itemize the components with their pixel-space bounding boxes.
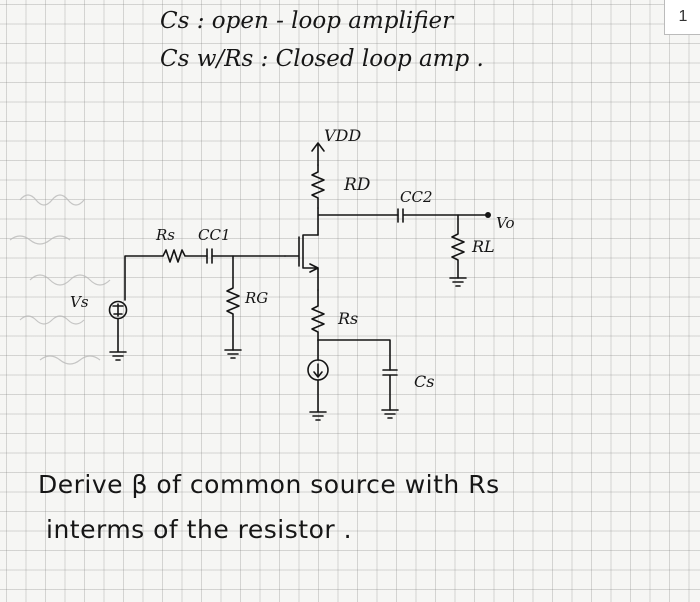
rg-ground [224,349,242,359]
vo-label: Vo [496,214,515,232]
note-line-1: Cs : open - loop amplifier [160,8,454,34]
cs-ground [381,409,399,419]
rl-label: RL [471,237,495,256]
vdd-label: VDD [324,126,361,145]
rd-label: RD [343,175,371,195]
drain-wire [317,207,399,236]
vs-source-polarity [112,303,124,317]
cs-label: Cs [414,372,434,391]
rs-label: Rs [337,309,358,328]
rs-input-resistor [124,249,208,301]
vo-terminal [485,212,491,218]
bleed-through-writing [9,194,111,365]
question-line-2: interms of the resistor . [46,515,353,544]
vs-ground [109,318,127,361]
rg-resistor [226,255,240,351]
page-number: 1 [664,0,700,35]
current-source-ground [309,379,327,421]
rl-ground [449,277,467,287]
question-line-1: Derive β of common source with Rs [38,470,500,499]
rl-resistor [451,214,465,279]
note-line-2: Cs w/Rs : Closed loop amp . [160,46,484,72]
cc1-label: CC1 [198,226,231,244]
rs-resistor [311,289,325,341]
rg-label: RG [244,289,268,307]
vs-label: Vs [70,293,89,311]
vdd-arrow [311,142,325,166]
mosfet [284,234,319,291]
cc2-label: CC2 [400,188,433,206]
rd-resistor [311,164,325,209]
current-source-arrow [313,363,323,378]
cc2-capacitor [397,208,486,223]
rs-input-label: Rs [155,226,175,244]
cs-capacitor [382,369,398,411]
cs-wire [317,339,391,371]
